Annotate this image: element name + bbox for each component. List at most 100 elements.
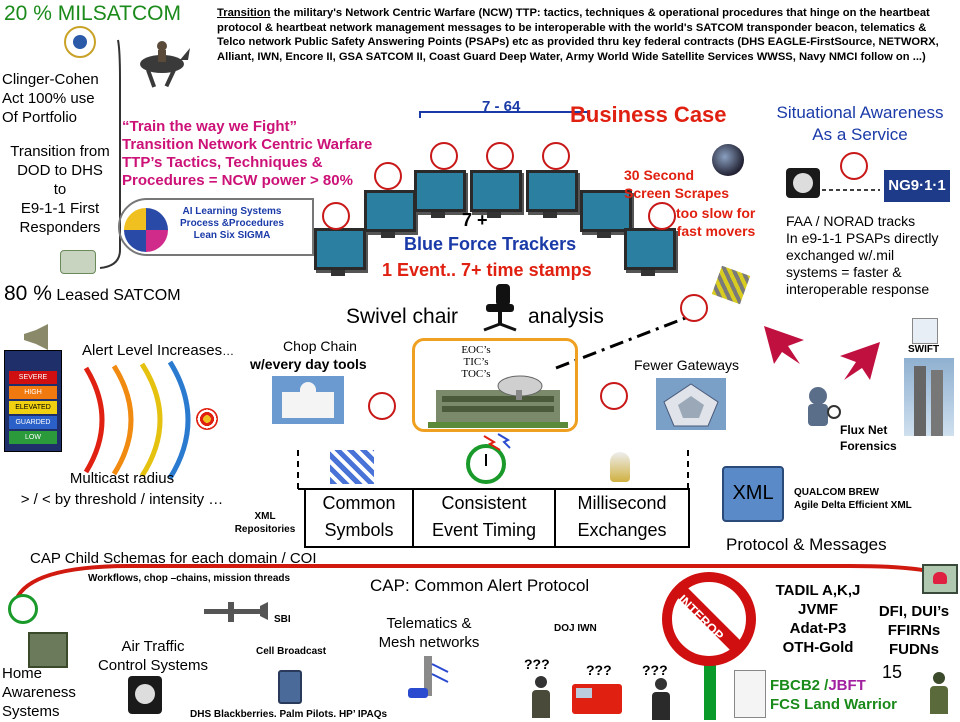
leased-rest: Leased SATCOM [51,287,181,304]
fbcb2-text: FBCB2 / [770,677,829,694]
cell-line: Symbols [324,520,394,540]
dfi-line: DFI, DUI’s [878,603,950,620]
cell-line: Consistent [441,493,527,513]
home-line: Awareness [2,684,76,701]
monitor-icon [314,228,366,276]
flux-line: Forensics [840,439,897,453]
interop-no-sign [652,570,766,668]
range-label: 7 - 64 [482,98,521,115]
clinger-cohen-text: Clinger-Cohen Act 100% use Of Portfolio [2,70,99,127]
tadil-text: TADIL A,K,J JVMF Adat-P3 OTH-Gold [766,581,870,657]
home-awareness: Home Awareness Systems [2,664,76,721]
eoc-line: TIC’s [463,356,489,368]
threat-level-elevated: ELEVATED [9,401,57,414]
signal-icon [368,392,396,420]
red-arrow-icon [760,322,806,368]
cell-line: Common [322,493,396,513]
swift-label: SWIFT [908,344,940,355]
stopwatch-small-icon [8,594,38,624]
eoc-labels: EOC’s TIC’s TOC’s [448,344,504,380]
signal-icon [374,162,402,190]
drone-icon [200,600,270,622]
tadil-line: OTH-Gold [782,639,854,656]
ai-line: AI Learning Systems [182,206,282,217]
alert-level-title: Alert Level Increases… [82,342,234,359]
train-way-we-fight: “Train the way we Fight” Transition Netw… [122,118,372,190]
atc-line: Control Systems [97,657,209,674]
dhs-blackberries: DHS Blackberries. Palm Pilots. HP’ IPAQs [190,709,388,720]
leased-satcom: 80 % Leased SATCOM [4,282,181,306]
telematics-line: Mesh networks [378,634,480,651]
towers-image [904,358,954,436]
train-line: Procedures = NCW power > 80% [122,172,353,189]
tadil-line: Adat-P3 [789,620,847,637]
alert-title-text: Alert Level Increases [82,342,223,359]
event-time-stamps: 1 Event.. 7+ time stamps [382,260,592,280]
atc-line: Air Traffic [121,638,185,655]
transition-line: Transition from [10,143,110,160]
cell-broadcast: Cell Broadcast [256,646,327,657]
protocol-messages: Protocol & Messages [726,535,887,554]
transition-paragraph: Transition the military's Network Centri… [217,6,955,64]
signal-icon [430,142,458,170]
mesh-network-icon [404,654,454,702]
table-cell-event-timing: Consistent Event Timing [412,490,556,548]
sbi-label: SBI [274,614,291,625]
chair-icon [480,282,520,334]
fcs-land-warrior-text: FCS Land Warrior [770,696,897,713]
dfi-line: FFIRNs [887,622,941,639]
white-house-icon [272,376,344,424]
doj-iwn: DOJ IWN [554,623,597,634]
milsatcom-title: 20 % MILSATCOM [4,2,181,25]
scrapes-line: Screen Scrapes [624,185,730,201]
flux-net-text: Flux Net Forensics [840,422,897,454]
cell-line: Event Timing [431,520,537,540]
page-number: 15 [882,662,903,682]
ai-line: Process &Procedures [180,218,284,229]
too-slow: too slow for fast movers [676,204,755,240]
signal-icon [680,294,708,322]
xml-icon: XML [722,466,784,522]
workflows-text: Workflows, chop –chains, mission threads [88,573,291,584]
scrapes-line: 30 Second [624,167,695,183]
transition-text: the military's Network Centric Warfare (… [217,7,939,63]
soldier-icon [530,676,552,720]
threat-level-severe: SEVERE [9,371,57,384]
eoc-building-image [428,370,568,428]
xml-icon-label: XML [732,482,774,504]
globe-icon [712,144,744,176]
threat-level-high: HIGH [9,386,57,399]
threat-level-low: LOW [9,431,57,444]
swivel-chair-label: Swivel chair [346,305,459,328]
network-cubes-icon [330,450,374,484]
ai-learning-text: AI Learning Systems Process &Procedures … [172,206,292,242]
table-top-border [298,488,690,490]
ng911-logo: NG9·1·1 [884,170,950,202]
telematics-text: Telematics & Mesh networks [366,614,492,652]
business-case-title: Business Case [570,102,727,127]
horse-rider-icon [128,30,192,94]
monitor-icon [470,170,522,218]
clinger-line: Clinger-Cohen [2,71,99,88]
train-line: Transition Network Centric Warfare [122,136,373,153]
megaphone-icon [22,324,52,350]
qualcom-text: QUALCOM BREW Agile Delta Efficient XML [794,486,912,512]
multicast-line: > / < by threshold / intensity … [20,491,224,508]
signal-icon [840,152,868,180]
alert-ellipsis: … [222,344,235,358]
clock-icon [786,168,820,198]
leased-pct: 80 % [4,282,52,305]
faa-norad-text: FAA / NORAD tracks In e9-1-1 PSAPs direc… [786,213,939,298]
tadil-line: JVMF [797,601,838,618]
handheld-icon [278,670,302,704]
transition-line: Responders [19,219,101,236]
eoc-line: TOC’s [461,368,491,380]
question-marks-2: ??? [586,662,612,678]
too-slow-line: fast movers [676,223,756,239]
land-warrior-icon [928,672,950,716]
telematics-line: Telematics & [386,615,472,632]
sa-line: Situational Awareness [776,103,944,122]
analysis-label: analysis [528,305,604,328]
multicast-line: Multicast radius [69,470,175,487]
monitor-icon [414,170,466,218]
